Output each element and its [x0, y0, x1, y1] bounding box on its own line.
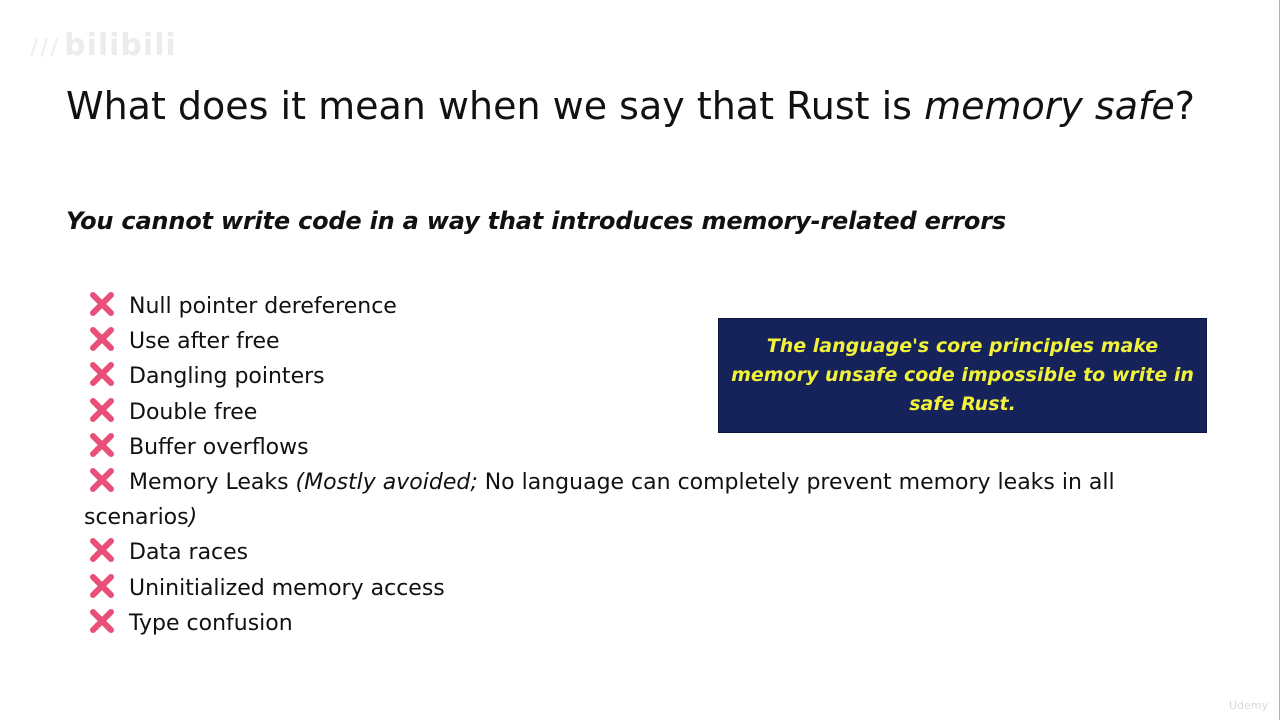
red-x-mark-icon — [90, 573, 114, 598]
title-suffix: ? — [1174, 84, 1195, 128]
watermark-logo: ///bilibili — [30, 28, 177, 63]
watermark-text: bilibili — [64, 28, 177, 63]
list-item: Uninitialized memory access — [84, 571, 1204, 606]
list-item-note-closing: ) — [188, 505, 198, 531]
list-item-text: Buffer overflows — [129, 434, 309, 460]
watermark-prefix: /// — [30, 36, 61, 61]
list-item-note-rest: No language can completely prevent memor… — [84, 470, 1115, 531]
red-x-mark-icon — [90, 608, 114, 633]
list-item: Memory Leaks (Mostly avoided; No languag… — [84, 465, 1204, 535]
list-item: Use after free — [84, 324, 1204, 359]
list-item: Buffer overflows — [84, 430, 1204, 465]
list-item-text: Data races — [129, 540, 249, 566]
red-x-mark-icon — [90, 397, 114, 422]
list-item-text: Memory Leaks — [129, 470, 296, 496]
list-item: Data races — [84, 535, 1204, 570]
corner-logo: Udemy — [1228, 699, 1268, 712]
list-item-text: Null pointer dereference — [129, 294, 397, 319]
list-item-text: Type confusion — [129, 610, 293, 636]
slide-subtitle: You cannot write code in a way that intr… — [66, 207, 1006, 235]
list-item-text: Double free — [129, 399, 258, 425]
list-item-text: Uninitialized memory access — [129, 575, 445, 601]
list-item: Double free — [84, 395, 1204, 430]
red-x-mark-icon — [90, 432, 114, 457]
slide-title: What does it mean when we say that Rust … — [66, 84, 1195, 128]
red-x-mark-icon — [90, 468, 114, 493]
title-prefix: What does it mean when we say that Rust … — [66, 84, 925, 128]
list-item: Type confusion — [84, 606, 1204, 641]
memory-error-list: Null pointer dereference Use after free … — [84, 289, 1204, 641]
list-item-note: (Mostly avoided; — [295, 470, 478, 496]
red-x-mark-icon — [90, 362, 114, 387]
list-item: Dangling pointers — [84, 359, 1204, 394]
red-x-mark-icon — [90, 327, 114, 352]
red-x-mark-icon — [90, 538, 114, 563]
callout-box: The language's core principles make memo… — [718, 318, 1207, 433]
list-item: Null pointer dereference — [84, 289, 1204, 324]
callout-text: The language's core principles make memo… — [731, 335, 1194, 415]
list-item-text: Use after free — [129, 329, 280, 355]
title-emphasis: memory safe — [924, 84, 1175, 128]
red-x-mark-icon — [90, 292, 114, 316]
list-item-text: Dangling pointers — [129, 364, 325, 390]
